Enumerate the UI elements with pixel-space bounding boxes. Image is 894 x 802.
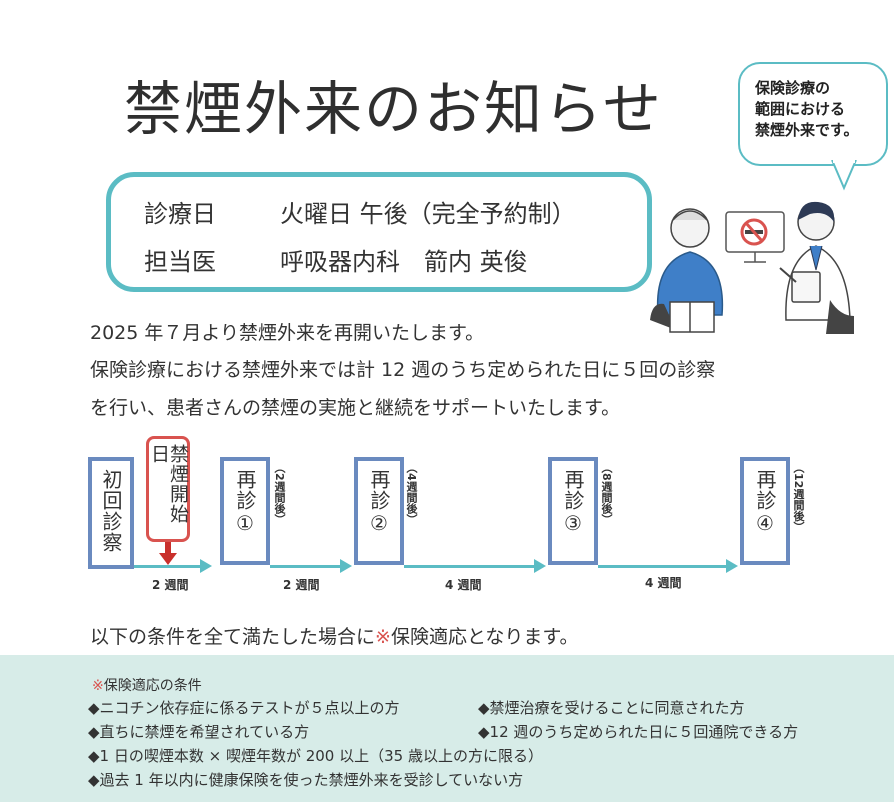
revisit-4-label: 再診④ bbox=[753, 469, 777, 536]
interval-arrow-line bbox=[598, 565, 728, 568]
arrow-right-icon bbox=[534, 559, 546, 573]
start-day-label: 禁煙開始日 bbox=[148, 444, 189, 524]
conditions-heading-text: 保険適応の条件 bbox=[103, 678, 202, 694]
start-day-box: 禁煙開始日 bbox=[146, 436, 190, 542]
interval-label-1: 2 週間 bbox=[152, 578, 189, 592]
conditions-heading: ※保険適応の条件 bbox=[92, 675, 202, 695]
bubble-line: 禁煙外来です。 bbox=[755, 121, 859, 139]
doctor-figure bbox=[779, 201, 854, 334]
note-mark: ※ bbox=[375, 626, 391, 648]
revisit-3-label: 再診③ bbox=[561, 469, 585, 536]
intro-line-3: を行い、患者さんの禁煙の実施と継続をサポートいたします。 bbox=[90, 397, 621, 419]
page-title: 禁煙外来のお知らせ bbox=[124, 75, 663, 143]
revisit-2-label: 再診② bbox=[367, 469, 391, 536]
revisit-3-box: 再診③ bbox=[548, 457, 598, 565]
doctor-value: 呼吸器内科 箭内 英俊 bbox=[280, 248, 528, 276]
interval-arrow-line bbox=[404, 565, 536, 568]
schedule-info-box bbox=[106, 172, 652, 292]
revisit-2-box: 再診② bbox=[354, 457, 404, 565]
note-mark: ※ bbox=[92, 678, 104, 694]
conditions-panel bbox=[0, 655, 894, 802]
condition-item: ◆禁煙治療を受けることに同意された方 bbox=[478, 699, 745, 717]
arrow-right-icon bbox=[726, 559, 738, 573]
revisit-1-label: 再診① bbox=[233, 469, 257, 536]
revisit-3-note: （8週間後） bbox=[600, 462, 613, 525]
conditions-lead: 以下の条件を全て満たした場合に※保険適応となります。 bbox=[90, 622, 578, 649]
conditions-lead-text: 以下の条件を全て満たした場合に bbox=[90, 626, 376, 648]
interval-label-4: 4 週間 bbox=[645, 576, 682, 590]
bubble-line: 範囲における bbox=[755, 100, 846, 118]
day-value: 火曜日 午後（完全予約制） bbox=[280, 200, 576, 228]
revisit-1-box: 再診① bbox=[220, 457, 270, 565]
first-visit-label: 初回診察 bbox=[99, 469, 123, 553]
doctor-patient-illustration bbox=[650, 201, 854, 334]
bubble-text: 保険診療の 範囲における 禁煙外来です。 bbox=[755, 78, 859, 141]
interval-label-3: 4 週間 bbox=[445, 578, 482, 592]
revisit-1-note: （2週間後） bbox=[273, 462, 286, 525]
start-day-down-arrow-icon bbox=[159, 542, 177, 565]
intro-line-2: 保険診療における禁煙外来では計 12 週のうち定められた日に５回の診察 bbox=[90, 359, 716, 381]
condition-item: ◆1 日の喫煙本数 × 喫煙年数が 200 以上（35 歳以上の方に限る） bbox=[88, 747, 543, 765]
conditions-lead-text: 保険適応となります。 bbox=[390, 626, 579, 648]
doctor-label: 担当医 bbox=[144, 248, 216, 276]
revisit-4-note: （12週間後） bbox=[792, 462, 805, 533]
revisit-4-box: 再診④ bbox=[740, 457, 790, 565]
arrow-right-icon bbox=[340, 559, 352, 573]
day-label: 診療日 bbox=[144, 200, 216, 228]
speech-bubble-tail bbox=[831, 160, 857, 191]
interval-label-2: 2 週間 bbox=[283, 578, 320, 592]
interval-arrow-line bbox=[270, 565, 342, 568]
condition-item: ◆ニコチン依存症に係るテストが５点以上の方 bbox=[88, 699, 400, 717]
condition-item: ◆12 週のうち定められた日に５回通院できる方 bbox=[478, 723, 799, 741]
speech-bubble bbox=[738, 62, 888, 166]
condition-item: ◆過去 1 年以内に健康保険を使った禁煙外来を受診していない方 bbox=[88, 771, 524, 789]
bubble-line: 保険診療の bbox=[755, 79, 831, 97]
revisit-2-note: （4週間後） bbox=[405, 462, 418, 525]
no-smoking-monitor-icon bbox=[725, 211, 785, 263]
first-visit-box: 初回診察 bbox=[88, 457, 134, 569]
interval-arrow-line bbox=[134, 565, 202, 568]
condition-item: ◆直ちに禁煙を希望されている方 bbox=[88, 723, 310, 741]
patient-figure bbox=[650, 208, 724, 333]
intro-line-1: 2025 年７月より禁煙外来を再開いたします。 bbox=[90, 322, 485, 344]
arrow-right-icon bbox=[200, 559, 212, 573]
